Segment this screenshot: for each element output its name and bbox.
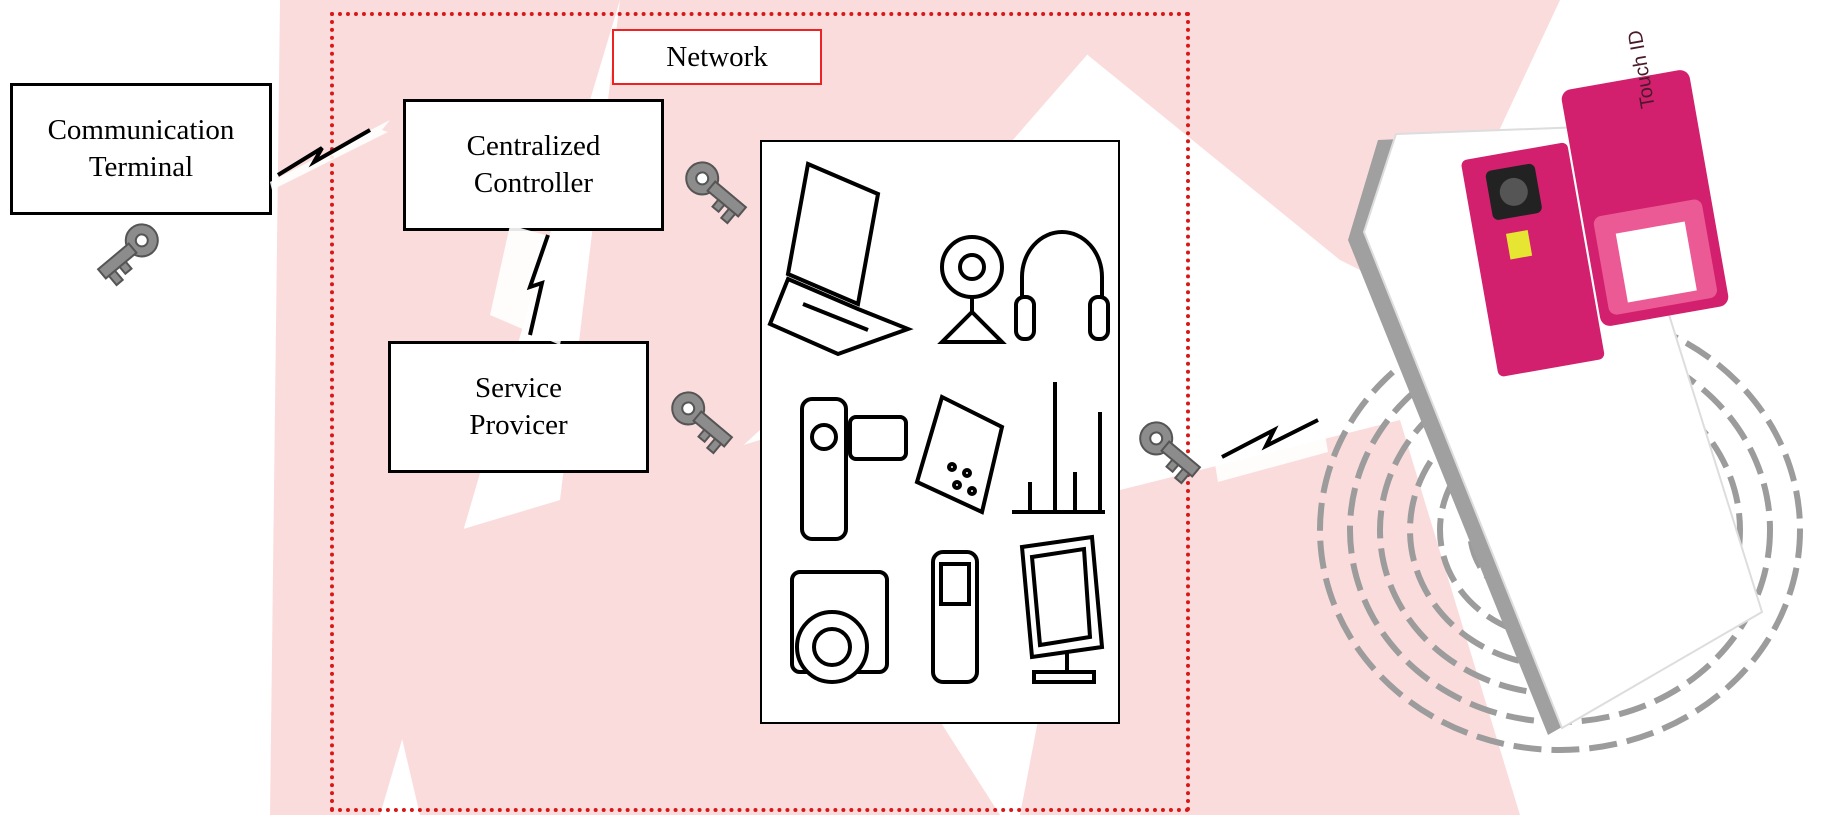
router-icon (1012, 382, 1105, 514)
controller-line2: Controller (473, 167, 594, 199)
controller-line1: Centralized (466, 130, 601, 162)
headphones-icon (1014, 230, 1110, 341)
desk-phone-icon (914, 394, 1005, 515)
smartphone-icon (1348, 124, 1764, 735)
key-icon (96, 223, 159, 287)
device-grid (760, 140, 1120, 724)
provider-line2: Provicer (469, 409, 568, 441)
laptop-icon (767, 161, 914, 357)
lightning-icon (270, 120, 390, 190)
centralized-controller-box: Centralized Controller (403, 99, 664, 231)
key-icon (1139, 421, 1202, 485)
webcam-icon (937, 235, 1007, 344)
camera-icon (790, 570, 889, 684)
network-label: Network (612, 29, 822, 85)
mobile-phone-icon (931, 550, 979, 684)
communication-terminal-box: Communication Terminal (10, 83, 272, 215)
monitor-icon (1019, 534, 1105, 684)
touch-id-sensor-icon (1561, 70, 1729, 326)
lightning-icon (490, 225, 580, 345)
provider-line1: Service (475, 372, 562, 404)
lightning-icon (1208, 392, 1328, 482)
terminal-line2: Terminal (88, 151, 194, 183)
key-icon (671, 391, 734, 455)
key-icon (685, 161, 748, 225)
service-provider-box: Service Provicer (388, 341, 649, 473)
camcorder-icon (800, 397, 908, 541)
terminal-line1: Communication (47, 114, 235, 146)
network-boundary (330, 12, 1190, 812)
